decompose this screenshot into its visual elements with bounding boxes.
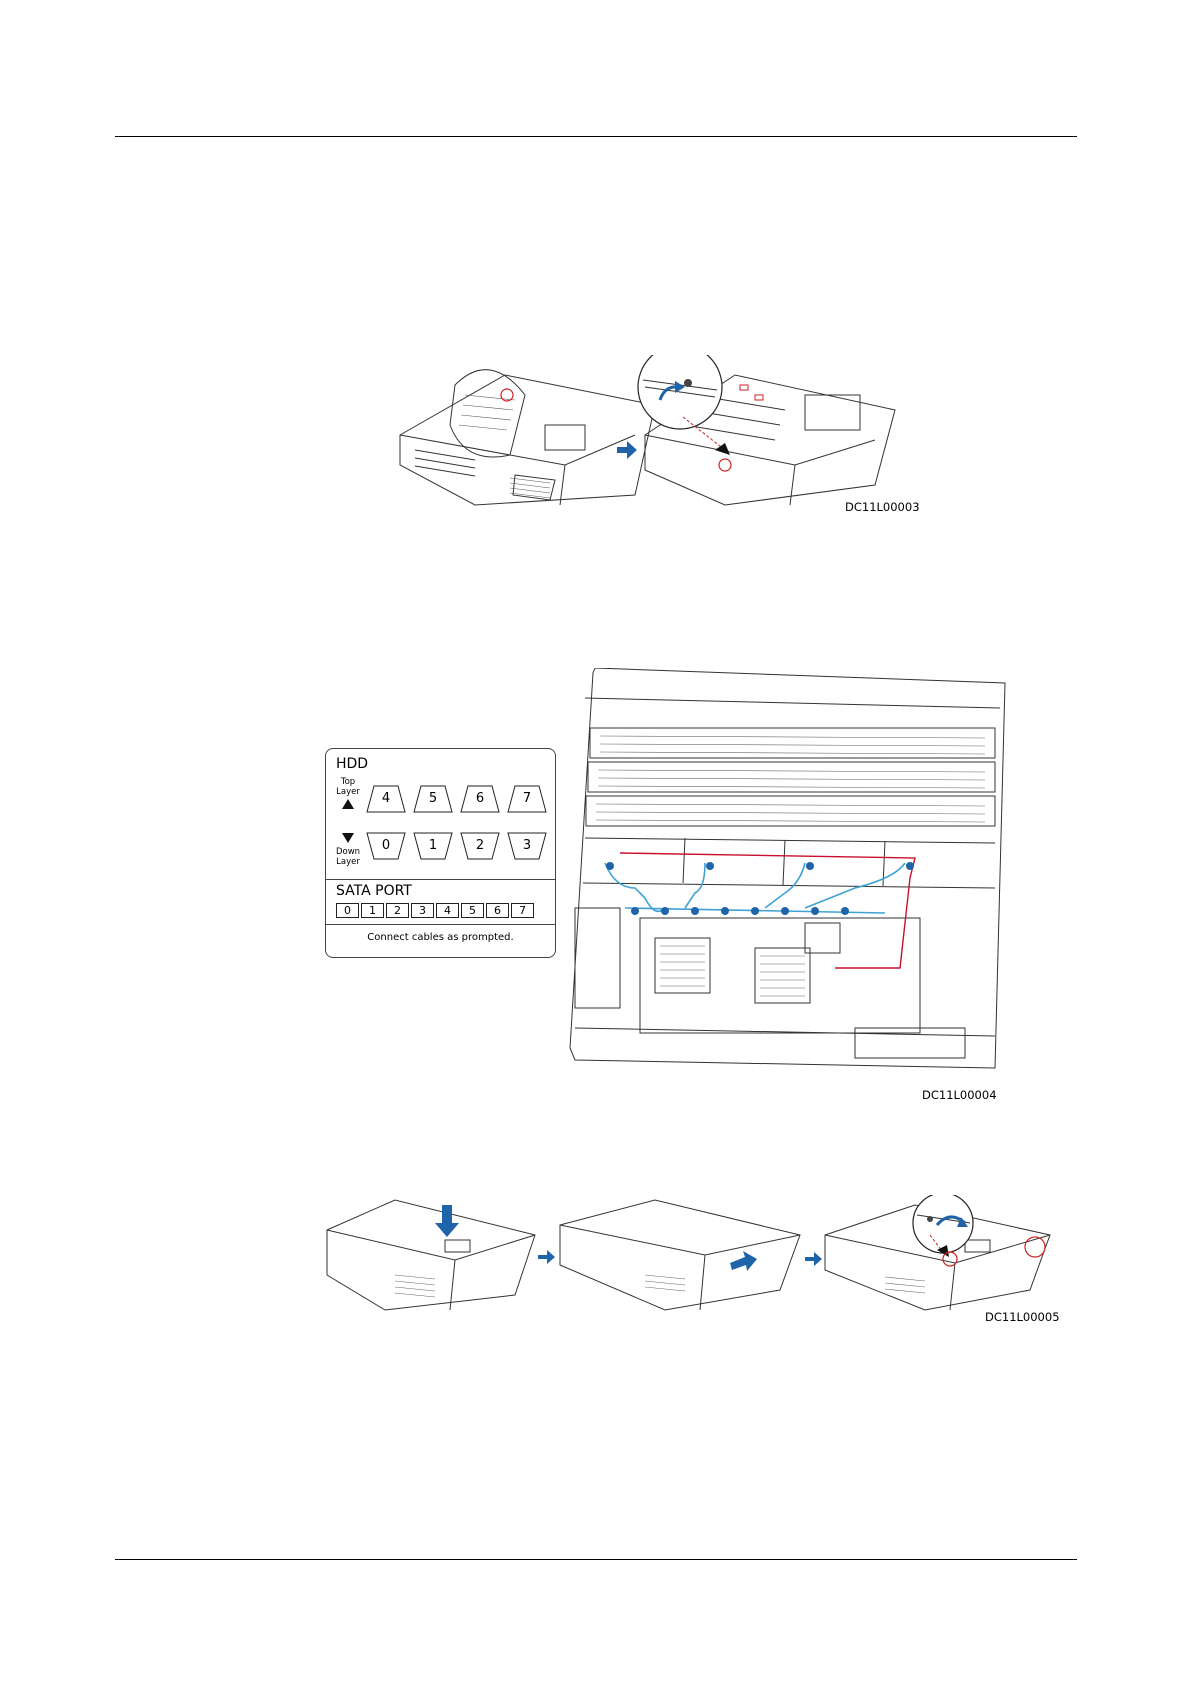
sata-port: 2 — [386, 903, 409, 918]
hdd-bay: 2 — [460, 832, 500, 860]
hdd-bay: 6 — [460, 785, 500, 813]
figure-close-cover — [325, 1195, 1060, 1315]
sata-port-row: 0 1 2 3 4 5 6 7 — [336, 903, 536, 918]
figure-chassis-cabling — [555, 668, 1015, 1078]
cable-number-markers — [606, 862, 914, 915]
sata-port: 4 — [436, 903, 459, 918]
next-step-arrow-icon — [538, 1250, 555, 1264]
figure-caption: DC11L00004 — [922, 1088, 997, 1102]
sata-port: 6 — [486, 903, 509, 918]
cover-install-illustration — [325, 1195, 1060, 1315]
sata-cables — [605, 863, 905, 913]
card-divider — [326, 879, 555, 880]
hdd-bay: 5 — [413, 785, 453, 813]
hdd-bay: 7 — [507, 785, 547, 813]
screw-highlight-icon — [943, 1252, 957, 1266]
sata-port-title: SATA PORT — [336, 883, 412, 899]
hdd-bay: 1 — [413, 832, 453, 860]
sata-port: 0 — [336, 903, 359, 918]
hdd-title: HDD — [336, 756, 368, 772]
hdd-bay: 3 — [507, 832, 547, 860]
down-triangle-icon — [342, 833, 354, 843]
up-triangle-icon — [342, 799, 354, 809]
sata-port: 7 — [511, 903, 534, 918]
hdd-label-card: HDD Top Layer 4 5 6 7 Down Layer 0 1 2 3… — [325, 748, 556, 958]
top-layer-label: Top Layer — [336, 777, 360, 797]
chassis-interior-illustration — [555, 668, 1015, 1078]
sata-port: 5 — [461, 903, 484, 918]
card-divider — [326, 924, 555, 925]
sata-port: 1 — [361, 903, 384, 918]
figure-open-chassis — [395, 355, 935, 515]
slide-arrow-icon — [730, 1251, 757, 1271]
down-layer-label: Down Layer — [334, 847, 362, 867]
next-step-arrow-icon — [617, 441, 637, 459]
hdd-bay: 4 — [366, 785, 406, 813]
push-down-arrow-icon — [435, 1205, 459, 1237]
sata-port: 3 — [411, 903, 434, 918]
figure-caption: DC11L00003 — [845, 500, 920, 514]
cable-instruction-note: Connect cables as prompted. — [326, 932, 555, 943]
screw-highlight-icon — [719, 459, 731, 471]
figure-caption: DC11L00005 — [985, 1310, 1060, 1324]
hdd-bay: 0 — [366, 832, 406, 860]
chassis-open-illustration — [395, 355, 935, 515]
screw-highlight-icon — [1025, 1237, 1045, 1257]
header-rule — [115, 136, 1077, 137]
next-step-arrow-icon — [805, 1252, 822, 1266]
footer-rule — [115, 1559, 1077, 1560]
